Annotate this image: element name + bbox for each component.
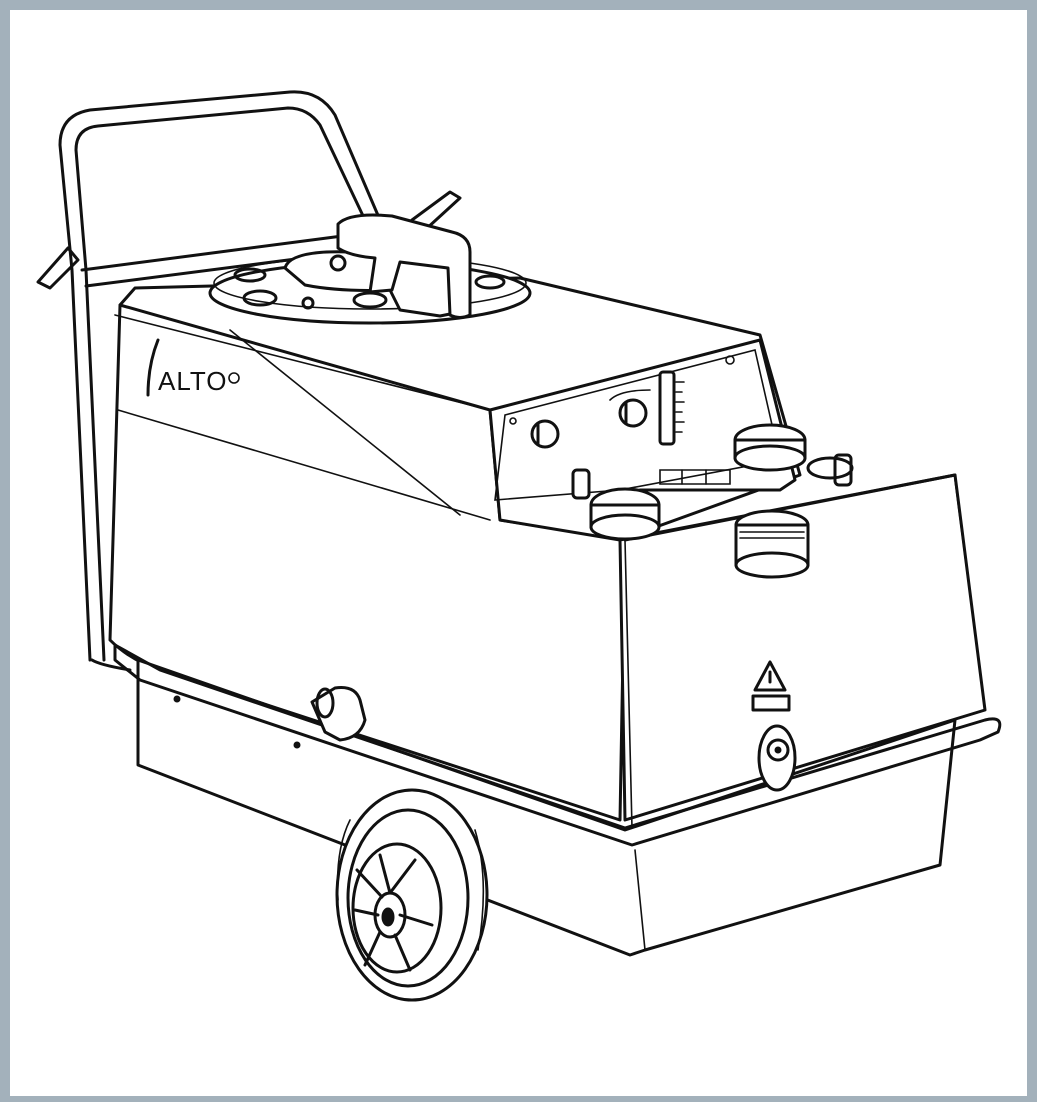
filler-caps xyxy=(573,425,852,577)
brand-logo-text: ALTO xyxy=(158,366,228,396)
hose-stub xyxy=(412,192,460,230)
warning-triangle-icon xyxy=(753,662,789,710)
power-socket-icon xyxy=(759,726,795,790)
logo-swash xyxy=(148,340,158,395)
tank-lid xyxy=(210,215,530,323)
wheel xyxy=(337,790,487,1000)
temperature-knob xyxy=(620,400,646,426)
pressure-washer-illustration: ALTO ® xyxy=(20,20,1037,1106)
control-panel xyxy=(510,356,734,484)
brand-logo: ALTO ® xyxy=(148,340,239,396)
machine-body xyxy=(110,278,1000,955)
power-knob xyxy=(532,421,558,447)
hose-coupling xyxy=(312,688,365,741)
pressure-gauge xyxy=(660,372,674,444)
push-handle xyxy=(38,92,380,670)
